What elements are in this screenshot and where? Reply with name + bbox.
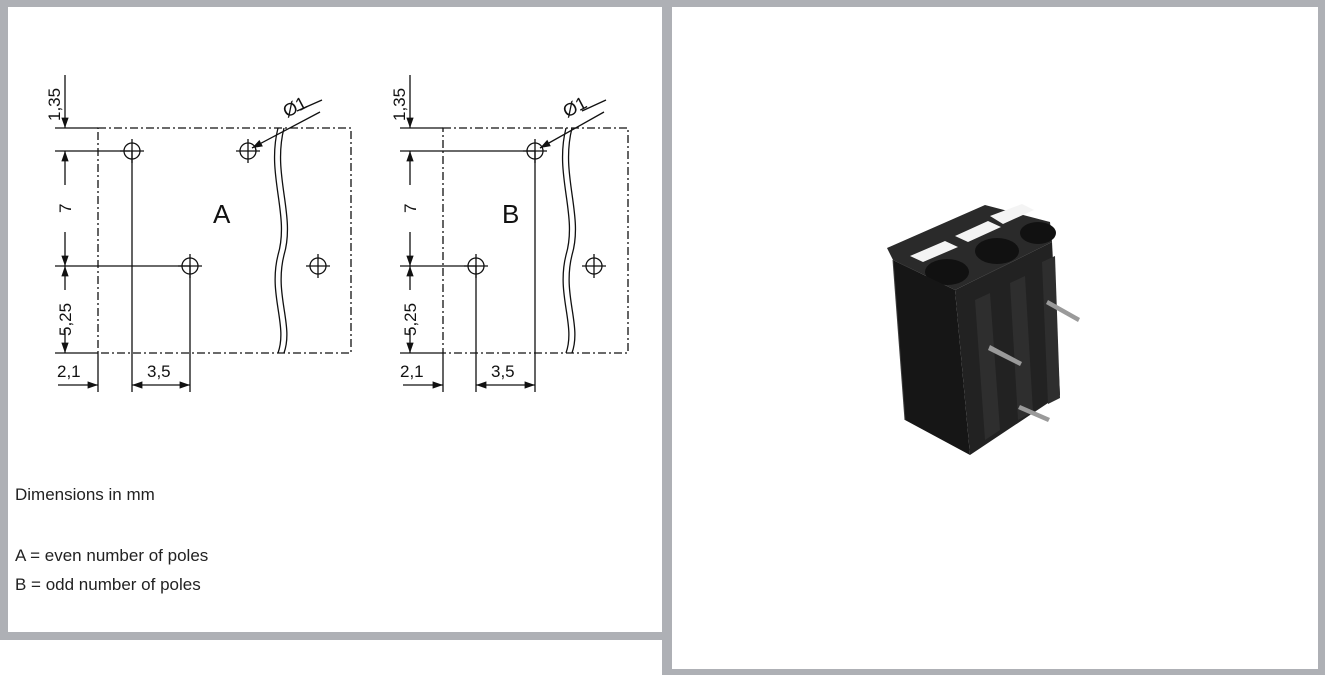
frame-top-left [0,0,672,7]
outline-a [97,127,352,354]
break-line-b [567,127,577,354]
drill-hole-a2 [178,254,202,278]
drawing-a [55,75,352,392]
drawing-a-dim-pitch-horizontal: 3,5 [147,362,171,381]
drawing-b-dim-top: 1,35 [390,88,409,121]
pcb-layout-drawing: A 1,35 7 5,25 2,1 3,5 Ø1 B 1 [45,75,629,392]
drawing-a-dim-pitch-vertical: 7 [56,204,75,213]
drawing-a-dim-left: 2,1 [57,362,81,381]
frame-divider [662,0,672,675]
frame-bottom-left [0,632,672,640]
frame-top-right [672,0,1325,7]
drawing-b-dim-left: 2,1 [400,362,424,381]
drill-hole-b2 [464,254,488,278]
frame-bottom-right [672,669,1325,675]
drawing-b-dim-bottom: 5,25 [401,303,420,336]
drawing-b [400,75,629,392]
drill-hole-b3 [582,254,606,278]
drill-hole-a4 [306,254,330,278]
drawing-a-letter: A [213,199,231,229]
dimensions-note: Dimensions in mm [15,485,155,504]
legend-b: B = odd number of poles [15,575,201,594]
break-line-a [279,127,289,354]
frame-left [0,0,8,640]
drill-hole-b1 [523,139,547,163]
drill-hole-a1 [120,139,144,163]
frame-right [1318,0,1325,675]
drawing-a-dim-bottom: 5,25 [56,303,75,336]
drawing-a-dim-top: 1,35 [45,88,64,121]
drawing-a-hole-diameter: Ø1 [279,93,310,122]
terminal-block-product-image [887,204,1080,455]
drawing-b-dim-pitch-horizontal: 3,5 [491,362,515,381]
drawing-b-hole-diameter: Ø1 [559,93,590,122]
legend-a: A = even number of poles [15,546,209,565]
drill-hole-a3 [236,139,260,163]
drawing-b-letter: B [502,199,519,229]
drawing-b-dim-pitch-vertical: 7 [401,204,420,213]
